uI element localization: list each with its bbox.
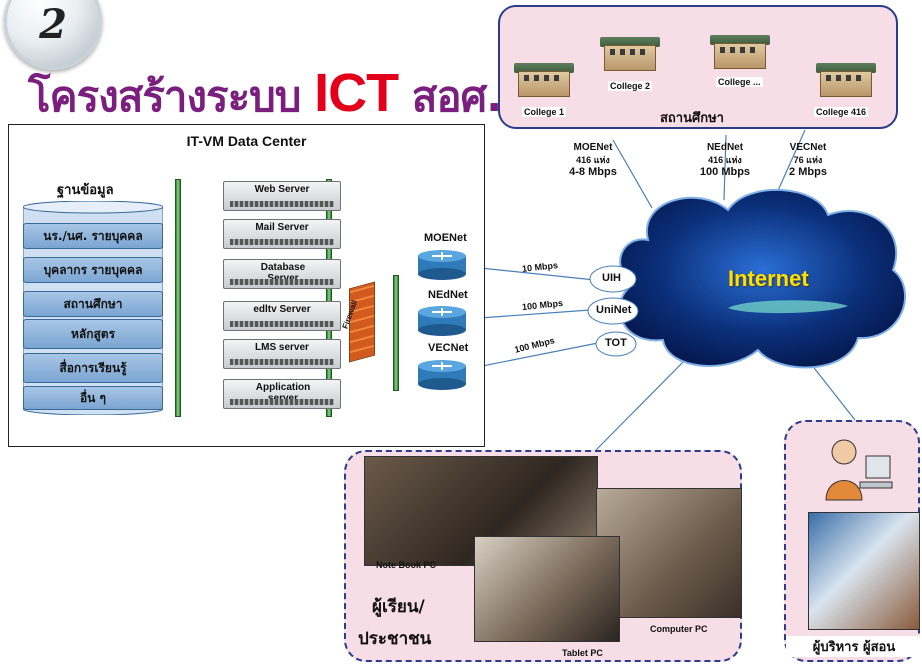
- isp-label-tot: TOT: [605, 337, 627, 349]
- college-building-icon: [710, 31, 770, 69]
- switch-bar-firewall: [393, 275, 399, 391]
- user-group-label-line-1: ผู้เรียน/: [372, 597, 425, 617]
- server-edltv: edltv Server: [223, 301, 341, 331]
- executive-person-icon: [825, 439, 893, 501]
- router-label-vecnet: VECNet: [428, 342, 469, 354]
- router-icon-nednet: [418, 306, 466, 336]
- internet-cloud: [618, 189, 907, 369]
- title-ict: ICT: [314, 63, 399, 123]
- tablet-users-photo: [474, 536, 620, 642]
- colleges-caption: สถานศึกษา: [660, 111, 724, 126]
- server-database: Database Server: [223, 259, 341, 289]
- switch-bar-right: [326, 179, 332, 417]
- notebook-label: Note Book PC: [376, 560, 437, 570]
- database-cylinder: นร./นศ. รายบุคคล บุคลากร รายบุคคล สถานศึ…: [23, 201, 163, 415]
- teachers-photo: [808, 512, 920, 630]
- tablet-label: Tablet PC: [562, 648, 603, 658]
- router-icon-vecnet: [418, 360, 466, 390]
- college-label: College ...: [716, 77, 763, 87]
- database-item: บุคลากร รายบุคคล: [23, 257, 163, 283]
- college-building-icon: [514, 59, 574, 97]
- college-building-icon: [816, 59, 876, 97]
- isp-cloud-uih: [589, 265, 637, 293]
- isp-label-uninet: UniNet: [596, 304, 632, 316]
- title-thai-part-1: โครงสร้างระบบ: [28, 72, 315, 121]
- data-center-title: IT-VM Data Center: [186, 133, 307, 149]
- executives-label: ผู้บริหาร ผู้สอน: [786, 636, 922, 657]
- database-item: นร./นศ. รายบุคคล: [23, 223, 163, 249]
- isp-label-uih: UIH: [602, 272, 621, 284]
- internet-label: Internet: [728, 266, 809, 291]
- server-application: Application server: [223, 379, 341, 409]
- server-mail: Mail Server: [223, 219, 341, 249]
- data-center-panel: IT-VM Data Center ฐานข้อมูล นร./นศ. รายบ…: [8, 124, 485, 447]
- college-building-icon: [600, 33, 660, 71]
- isp-cloud-uninet: [587, 297, 639, 325]
- section-number: 2: [39, 1, 67, 48]
- college-label: College 416: [814, 107, 869, 117]
- colleges-panel: College 1 College 2 College ... College …: [498, 5, 898, 129]
- database-item: หลักสูตร: [23, 319, 163, 349]
- isp-cloud-tot: [595, 331, 637, 357]
- firewall-icon: [349, 281, 375, 363]
- server-web: Web Server: [223, 181, 341, 211]
- college-label: College 2: [608, 81, 653, 91]
- router-icon-moenet: [418, 250, 466, 280]
- database-item: สื่อการเรียนรู้: [23, 353, 163, 383]
- router-label-moenet: MOENet: [424, 232, 467, 244]
- server-lms: LMS server: [223, 339, 341, 369]
- router-label-nednet: NEdNet: [428, 289, 468, 301]
- database-title: ฐานข้อมูล: [57, 183, 114, 198]
- database-item: อื่น ๆ: [23, 386, 163, 410]
- computer-label: Computer PC: [650, 624, 708, 634]
- page-title: โครงสร้างระบบ ICT สอศ.: [28, 62, 503, 130]
- switch-bar-left: [175, 179, 181, 417]
- college-label: College 1: [522, 107, 567, 117]
- users-panel: Note Book PC Tablet PC Computer PC ผู้เร…: [344, 450, 742, 662]
- computer-users-photo: [596, 488, 742, 618]
- database-item: สถานศึกษา: [23, 291, 163, 317]
- user-group-label-line-2: ประชาชน: [358, 629, 432, 649]
- executives-panel: ผู้บริหาร ผู้สอน: [784, 420, 922, 662]
- title-thai-part-2: สอศ.: [398, 72, 503, 121]
